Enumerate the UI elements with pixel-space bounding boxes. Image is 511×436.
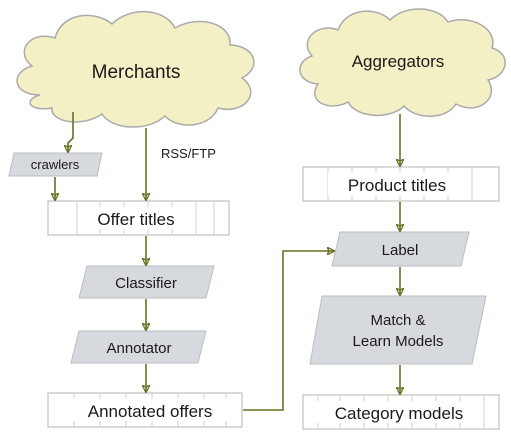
arrow-merchants-to-crawlers <box>68 112 74 152</box>
classifier-label: Classifier <box>115 275 177 292</box>
label-text: Label <box>382 242 419 259</box>
product-titles-label: Product titles <box>348 176 446 195</box>
offer-titles-label: Offer titles <box>97 210 174 229</box>
match-learn-process: Match & Learn Models <box>309 295 487 365</box>
aggregators-label: Aggregators <box>352 52 445 71</box>
annotated-offers-label: Annotated offers <box>88 402 212 421</box>
product-titles-store: Product titles <box>302 166 500 202</box>
classifier-process: Classifier <box>78 265 215 299</box>
category-models-store: Category models <box>302 394 500 430</box>
crawlers-label: crawlers <box>31 157 80 172</box>
annotated-offers-store: Annotated offers <box>47 392 243 428</box>
annotator-shape <box>70 330 207 364</box>
crawlers-process: crawlers <box>8 152 103 177</box>
classifier-shape <box>78 265 215 299</box>
match-learn-label-line2: Learn Models <box>353 333 444 350</box>
merchants-cloud: Merchants <box>16 11 255 128</box>
label-process: Label <box>331 231 470 267</box>
aggregators-cloud-shape <box>299 8 506 117</box>
rss-ftp-label: RSS/FTP <box>161 146 216 161</box>
annotator-label: Annotator <box>106 340 171 357</box>
match-learn-label-line1: Match & <box>370 312 425 329</box>
aggregators-cloud: Aggregators <box>299 8 506 117</box>
annotator-process: Annotator <box>70 330 207 364</box>
offer-titles-store: Offer titles <box>47 200 230 236</box>
merchants-cloud-shape <box>16 11 255 128</box>
crawlers-shape <box>8 152 103 177</box>
arrows <box>55 112 400 411</box>
category-models-label: Category models <box>335 404 464 423</box>
merchants-label: Merchants <box>92 62 181 83</box>
arrow-annotated-offers-to-label <box>243 251 334 411</box>
match-learn-shape <box>309 295 487 365</box>
